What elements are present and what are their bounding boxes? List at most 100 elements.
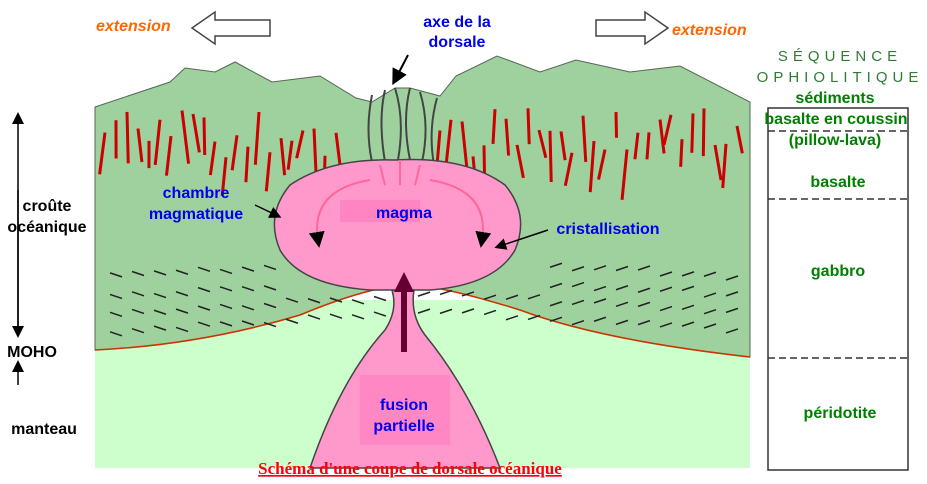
extension-label-left: extension <box>96 18 171 35</box>
dike <box>679 139 684 167</box>
gabbro-dash <box>241 285 255 292</box>
gabbro-dash <box>637 287 651 293</box>
layer-basalt: basalte <box>810 174 865 191</box>
gabbro-dash <box>549 282 563 289</box>
gabbro-dash <box>351 314 365 320</box>
diagram-caption: Schéma d'une coupe de dorsale océanique <box>258 459 562 478</box>
gabbro-dash <box>637 301 651 308</box>
gabbro-dash <box>241 305 255 311</box>
gabbro-dash <box>197 266 211 273</box>
gabbro-dash <box>109 311 123 318</box>
gabbro-dash <box>681 304 695 311</box>
gabbro-dash <box>263 321 277 328</box>
dike <box>662 114 673 146</box>
gabbro-dash <box>329 297 343 303</box>
gabbro-dash <box>109 331 123 337</box>
gabbro-dash <box>109 272 123 278</box>
gabbro-dash <box>681 321 695 327</box>
gabbro-dash <box>131 327 145 334</box>
gabbro-dash <box>659 322 673 328</box>
gabbro-dash <box>549 316 563 323</box>
sequence-heading-1: SÉQUENCE <box>778 48 902 65</box>
extension-arrow-left <box>190 10 271 46</box>
dikes <box>98 108 744 210</box>
gabbro-dash <box>373 295 387 302</box>
gabbro-dash <box>659 305 673 312</box>
gabbro-dash <box>659 271 673 277</box>
gabbro-dash <box>505 315 519 321</box>
dike <box>504 118 511 156</box>
gabbro-dash <box>285 297 299 303</box>
gabbro-dash <box>153 309 167 315</box>
dike <box>444 119 453 168</box>
dike <box>645 132 651 160</box>
gabbro-dash <box>505 294 519 300</box>
chamber-label-1: chambre <box>163 185 230 202</box>
dike <box>548 130 553 183</box>
layer-peridotite: péridotite <box>804 405 877 422</box>
dike <box>559 131 567 161</box>
gabbro-dash <box>329 313 343 319</box>
gabbro-dash <box>483 294 497 300</box>
dike <box>136 128 144 163</box>
gabbro-dash <box>197 286 211 293</box>
dike <box>98 132 107 175</box>
gabbro-dash <box>483 309 497 316</box>
dike <box>658 119 666 154</box>
extension-arrow-right <box>595 10 670 46</box>
gabbro-dash <box>351 299 365 305</box>
gabbro-dash <box>263 302 277 309</box>
gabbro-dash <box>593 316 607 322</box>
gabbro-dash <box>131 270 145 277</box>
gabbro-dash <box>131 308 145 315</box>
crust-label-1: croûte <box>23 198 72 215</box>
gabbro-dash <box>219 268 233 275</box>
dike <box>202 117 207 156</box>
dike <box>735 125 744 154</box>
axis-label-2: dorsale <box>429 34 486 51</box>
mantle-label: manteau <box>11 421 77 438</box>
gabbro-dash <box>703 271 717 277</box>
sequence-heading-2: OPHIOLITIQUE <box>757 69 924 86</box>
dike <box>253 111 261 165</box>
gabbro-dash <box>307 298 321 304</box>
gabbro-dash <box>175 326 189 333</box>
gabbro-dash <box>153 270 167 276</box>
gabbro-dash <box>417 308 431 314</box>
dike <box>701 108 706 157</box>
gabbro-dash <box>241 320 255 326</box>
crust-label-2: océanique <box>7 219 86 236</box>
dike <box>153 119 162 166</box>
gabbro-dash <box>571 281 585 288</box>
gabbro-dash <box>615 285 629 291</box>
gabbro-dash <box>725 307 739 314</box>
chamber-label-2: magmatique <box>149 206 243 223</box>
axial-dikes <box>367 87 438 166</box>
gabbro-dash <box>725 291 739 297</box>
gabbro-layering <box>109 262 739 337</box>
gabbro-dash <box>571 320 585 326</box>
gabbro-dash <box>681 285 695 292</box>
gabbro-dash <box>725 328 739 334</box>
gabbro-dash <box>703 308 717 315</box>
fusion-label-1: fusion <box>380 397 428 414</box>
gabbro-dash <box>549 262 563 268</box>
gabbro-dash <box>593 298 607 304</box>
gabbro-dash <box>417 291 431 297</box>
gabbro-dash <box>681 271 695 277</box>
gabbro-dash <box>263 264 277 271</box>
dike <box>690 113 695 153</box>
gabbro-dash <box>175 269 189 275</box>
dike <box>460 121 469 170</box>
gabbro-dash <box>593 285 607 292</box>
gabbro-dash <box>615 301 629 308</box>
layer-gabbro: gabbro <box>811 263 865 280</box>
gabbro-dash <box>703 292 717 298</box>
extension-label-right: extension <box>672 22 747 39</box>
dike <box>220 157 228 196</box>
dike <box>620 149 629 200</box>
gabbro-dash <box>549 301 563 307</box>
gabbro-dash <box>153 325 167 331</box>
dike <box>563 152 574 187</box>
gabbro-dash <box>175 308 189 314</box>
